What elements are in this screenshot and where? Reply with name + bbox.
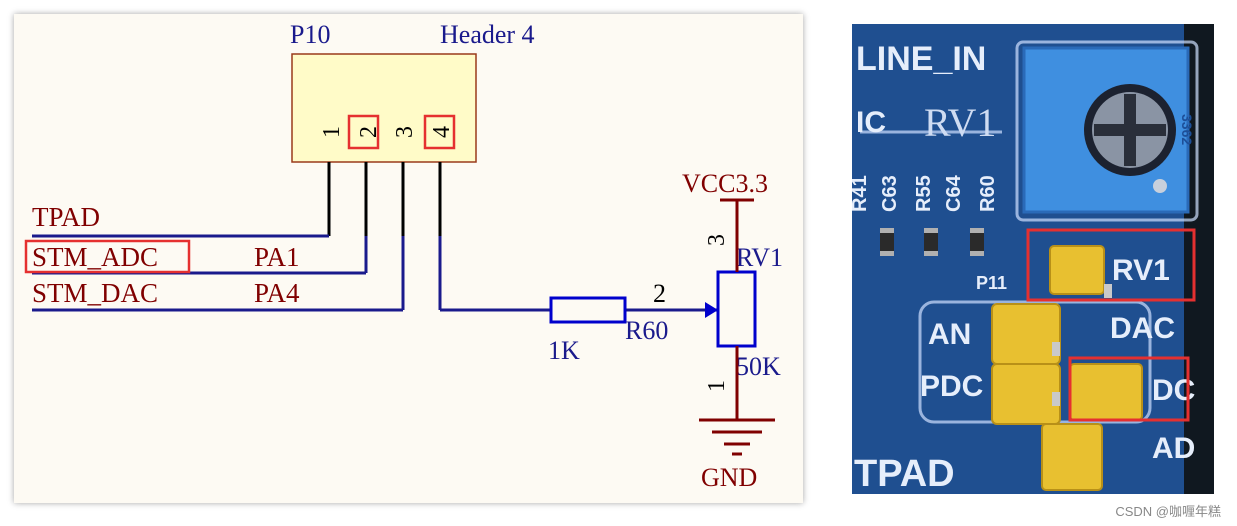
- pot-value: 50K: [736, 352, 781, 381]
- silk-ic: IC: [856, 106, 886, 139]
- connector-pin-3: 3: [392, 126, 418, 138]
- silk-dac: DAC: [1110, 312, 1175, 345]
- connector-pin-1: 1: [319, 126, 345, 138]
- pot-designator: RV1: [736, 243, 783, 272]
- net-label-tpad: TPAD: [32, 202, 100, 232]
- pcb-photo-panel: LINE_IN IC RV1 R41 C63 R55 C64 R60: [852, 24, 1214, 494]
- connector-pin-2: 2: [356, 126, 382, 138]
- jumper-caps: [991, 245, 1143, 491]
- pot-top-pin: 3: [704, 234, 730, 246]
- header-pins: [1052, 284, 1112, 406]
- vcc-label: VCC3.3: [682, 169, 768, 198]
- silk-pdc: PDC: [920, 370, 983, 403]
- pot-code: 3362: [1179, 114, 1195, 145]
- silk-designators: R41 C63 R55 C64 R60: [852, 174, 999, 212]
- silk-r55: R55: [913, 175, 935, 212]
- wiper-arrow: [705, 302, 718, 318]
- net-label-pa1: PA1: [254, 242, 300, 272]
- connector-pin-leads: [327, 162, 442, 236]
- resistor-r60: [549, 296, 627, 324]
- watermark: CSDN @咖喱年糕: [1115, 504, 1221, 519]
- silk-an: AN: [928, 318, 971, 351]
- potentiometer-component: 3362: [1022, 46, 1195, 214]
- pot-bottom-pin: 1: [704, 380, 730, 392]
- connector-body: [291, 53, 477, 163]
- pot-wiper-pin: 2: [653, 279, 666, 308]
- silk-r60: R60: [977, 175, 999, 212]
- silk-tpad: TPAD: [854, 453, 955, 494]
- net-label-stm-dac: STM_DAC: [32, 278, 158, 308]
- silk-rv1-large: RV1: [924, 100, 996, 145]
- ground-symbol: [699, 418, 775, 456]
- wires: [32, 234, 718, 312]
- silk-rv1-jumper: RV1: [1112, 254, 1170, 287]
- pin-2-highlight: [347, 114, 380, 150]
- schematic-drawing: P10 Header 4 1 2 3 4 TP: [24, 20, 783, 492]
- silk-p11: P11: [976, 273, 1007, 293]
- net-label-pa4: PA4: [254, 278, 300, 308]
- silk-c64: C64: [943, 174, 965, 212]
- connector-designator: P10: [290, 20, 330, 49]
- adc-jumper-highlight: [1068, 356, 1190, 422]
- smd-pads: [880, 228, 984, 256]
- pcb-photo: LINE_IN IC RV1 R41 C63 R55 C64 R60: [852, 24, 1214, 494]
- silk-ad: AD: [1152, 432, 1195, 465]
- pin-4-highlight: [423, 114, 456, 150]
- connector-name: Header 4: [440, 20, 535, 49]
- potentiometer-rv1: [716, 270, 757, 348]
- schematic-panel: P10 Header 4 1 2 3 4 TP: [14, 14, 803, 503]
- resistor-value: 1K: [548, 336, 580, 365]
- stm-adc-highlight: [24, 239, 191, 274]
- smd-components: [880, 230, 984, 254]
- gnd-label: GND: [701, 463, 757, 492]
- connector-pin-4: 4: [429, 126, 455, 138]
- resistor-designator: R60: [625, 316, 668, 345]
- net-label-stm-adc: STM_ADC: [32, 242, 158, 272]
- silk-c63: C63: [879, 175, 901, 212]
- silk-r41: R41: [852, 175, 871, 212]
- rv1-jumper-highlight: [1026, 228, 1196, 302]
- silk-line-in: LINE_IN: [856, 40, 986, 78]
